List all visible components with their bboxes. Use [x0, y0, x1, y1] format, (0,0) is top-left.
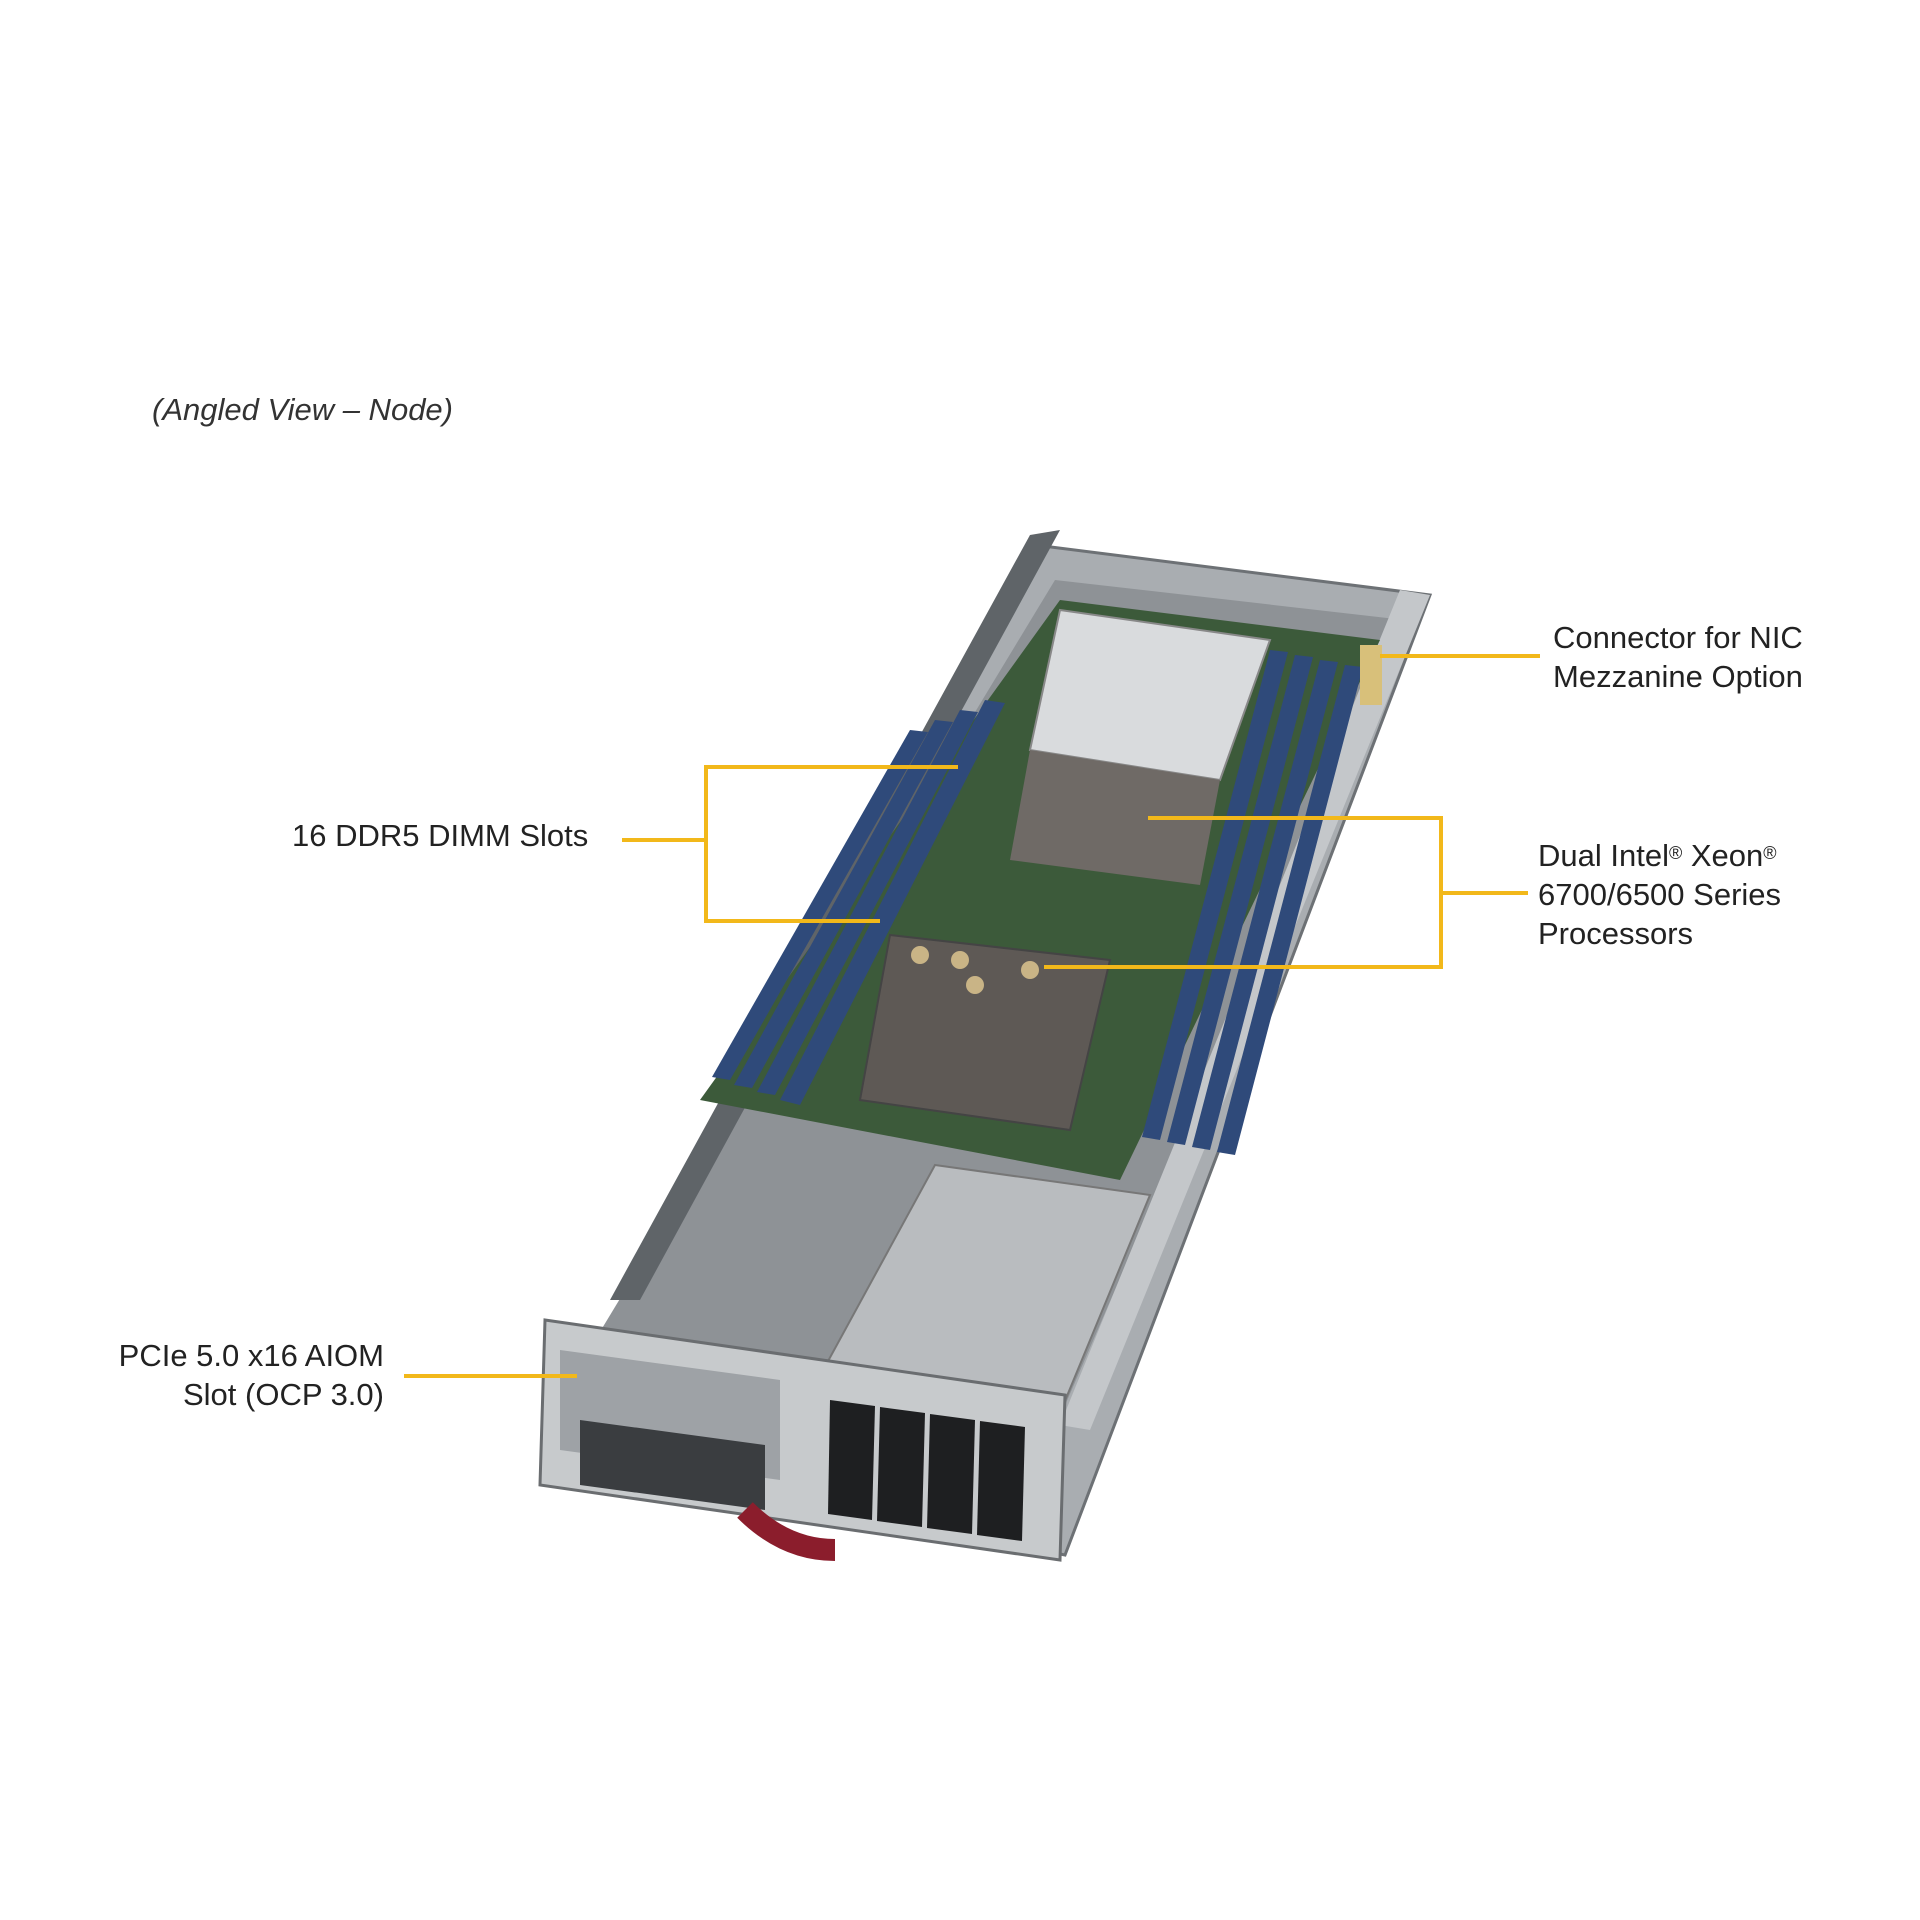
nvme-bays — [828, 1400, 1025, 1541]
label-nic-line2: Mezzanine Option — [1553, 659, 1803, 694]
dimm-slots-left — [712, 700, 1005, 1105]
label-pcie-line2: Slot (OCP 3.0) — [182, 1377, 384, 1412]
callout-dimm-bracket — [704, 765, 958, 923]
cpu-reg2: ® — [1763, 843, 1777, 863]
label-cpu-line2: 6700/6500 Series — [1538, 877, 1782, 912]
label-dimm-slots: 16 DDR5 DIMM Slots — [292, 818, 589, 853]
heatsink-screws — [911, 946, 1039, 994]
label-nic-connector: Connector for NIC Mezzanine Option — [1553, 618, 1803, 696]
cpu-reg1: ® — [1668, 843, 1683, 863]
aiom-ports — [580, 1420, 765, 1510]
label-processors: Dual Intel® Xeon® 6700/6500 Series Proce… — [1538, 836, 1781, 953]
view-caption: (Angled View – Node) — [152, 392, 453, 427]
cpu2-heatsink — [858, 933, 1112, 1132]
label-cpu-line1: Dual Intel® Xeon® — [1538, 836, 1781, 875]
cpu1-heatsink-fins — [1010, 750, 1220, 885]
nic-mezzanine-connector — [1360, 645, 1382, 705]
cpu-line1b: Xeon — [1682, 838, 1764, 873]
label-pcie-slot: PCIe 5.0 x16 AIOM Slot (OCP 3.0) — [100, 1336, 384, 1414]
pull-handle — [737, 1502, 836, 1561]
label-cpu-line3: Processors — [1538, 916, 1694, 951]
cpu-line1a: Dual Intel — [1538, 838, 1669, 873]
dimm-slots-right — [1142, 650, 1363, 1155]
callout-cpu-bracket — [1044, 816, 1443, 969]
label-nic-line1: Connector for NIC — [1553, 620, 1803, 655]
label-pcie-line1: PCIe 5.0 x16 AIOM — [118, 1338, 384, 1373]
